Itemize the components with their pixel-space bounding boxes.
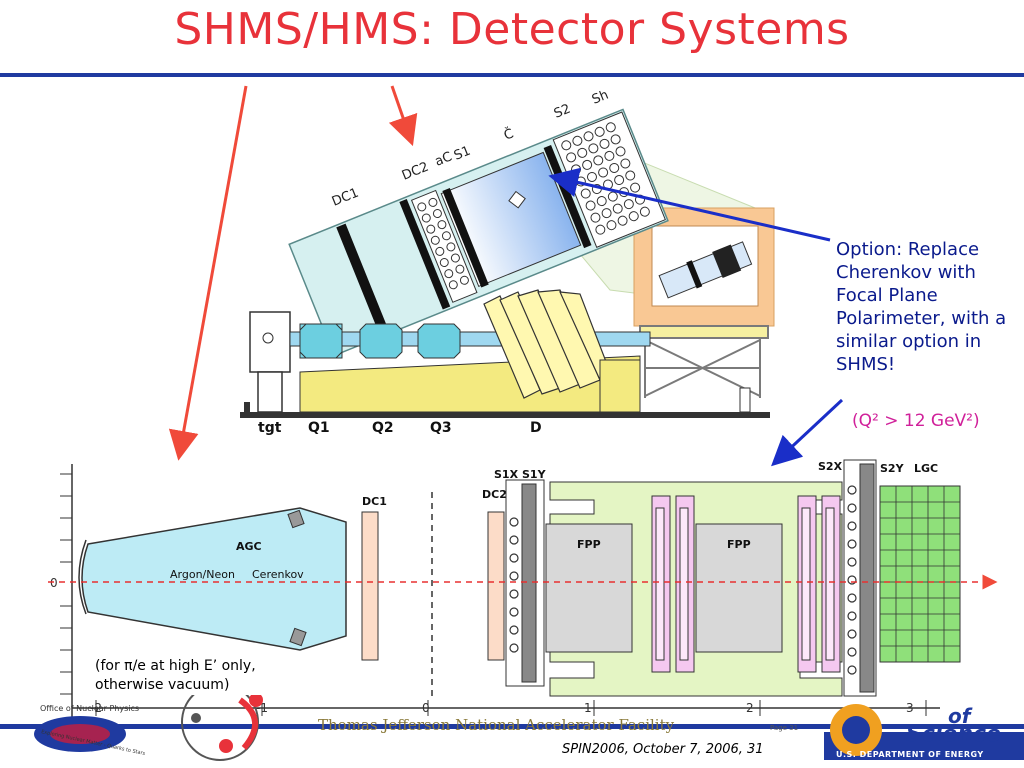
cherenkov-mirror [508, 190, 526, 209]
target-chamber [249, 311, 291, 373]
quadrupoles [299, 323, 461, 359]
label-q3: Q3 [430, 420, 452, 436]
label-bottom-dc1: DC1 [362, 495, 387, 508]
lab-name: Thomas Jefferson National Accelerator Fa… [318, 716, 675, 734]
label-fpp1: FPP [577, 538, 601, 551]
axis-x-tick-m1: -1 [256, 701, 268, 715]
hms-spectrometer: DC1 DC2 aC S1 Č S2 Sh [240, 88, 775, 436]
label-sh: Sh [590, 88, 611, 108]
dipole [483, 289, 611, 399]
dc2-chamber [487, 511, 505, 661]
floor [240, 412, 770, 418]
label-s1: S1 [452, 144, 473, 164]
s1-plane [442, 188, 489, 288]
s1y-plane [521, 483, 537, 683]
pointer-arrow-red-left [168, 85, 248, 461]
conference-footer: SPIN2006, October 7, 2006, 31 [562, 742, 764, 757]
pointer-arrow-red-right [388, 85, 418, 147]
agc-vessel [81, 507, 347, 651]
label-cerenkov: Cerenkov [252, 568, 304, 581]
detector-schematic: 0 -2 -1 0 1 2 3 AGC Argon/Neon Cerenkov … [48, 459, 998, 722]
label-q1: Q1 [308, 420, 330, 436]
cherenkov-tank [440, 151, 582, 288]
fpp2-analyzer [695, 523, 783, 653]
option-note: Option: Replace Cherenkov with Focal Pla… [836, 239, 1007, 375]
axis-x-tick-2: 2 [746, 701, 754, 715]
footer-bar [0, 683, 1024, 761]
title-rule [0, 73, 1024, 77]
label-agc: AGC [236, 540, 262, 553]
dc2-plane [399, 198, 451, 310]
s2x-pmts [847, 485, 857, 675]
page-title: SHMS/HMS: Detector Systems [174, 4, 850, 55]
office-of-text: of [948, 704, 971, 728]
axis-y-tick-0: 0 [50, 576, 58, 590]
axis-x-tick-3: 3 [906, 701, 914, 715]
label-s2x: S2X [818, 460, 843, 473]
label-d: D [530, 420, 542, 436]
dc1-chamber [361, 511, 379, 661]
label-s1x: S1X [494, 468, 519, 481]
detector-stack [288, 108, 669, 357]
doe-text: U.S. DEPARTMENT OF ENERGY [836, 750, 984, 759]
label-argon-neon: Argon/Neon [170, 568, 235, 581]
q2-condition-note: (Q² > 12 GeV²) [852, 411, 980, 431]
label-ac: aC [433, 149, 454, 169]
label-lgc: LGC [914, 462, 938, 475]
s1x-pmts [509, 517, 519, 653]
label-s2: S2 [552, 102, 573, 122]
page-number: Page 31 [770, 724, 799, 732]
axis-x-tick-1: 1 [584, 701, 592, 715]
axis-x-tick-m2: -2 [90, 701, 102, 715]
label-tgt: tgt [258, 420, 282, 436]
label-s1y: S1Y [522, 468, 547, 481]
vacuum-note: (for π/e at high E’ only, otherwise vacu… [95, 657, 305, 695]
label-c: Č [502, 125, 516, 143]
label-dc2: DC2 [400, 160, 431, 184]
hut-support [639, 325, 769, 398]
axis-x-tick-0: 0 [422, 701, 430, 715]
hut-detector-stack [658, 241, 753, 299]
fpp1-analyzer [545, 523, 633, 653]
pointer-arrow-blue-fpp [771, 398, 844, 467]
science-text: Science [906, 722, 1001, 747]
lgc-calorimeter [879, 485, 961, 663]
pointer-arrow-blue-cherenkov [548, 167, 831, 242]
nuclear-physics-text: Office of Nuclear Physics [40, 704, 140, 713]
label-bottom-dc2: DC2 [482, 488, 507, 501]
label-dc1: DC1 [330, 186, 361, 210]
s2y-plane [859, 463, 875, 693]
aerogel-counter [410, 189, 478, 303]
label-s2y: S2Y [880, 462, 905, 475]
label-q2: Q2 [372, 420, 394, 436]
label-fpp2: FPP [727, 538, 751, 551]
fpp-chambers [651, 495, 841, 673]
jlab-logo [181, 683, 263, 761]
dc1-plane [336, 223, 390, 335]
